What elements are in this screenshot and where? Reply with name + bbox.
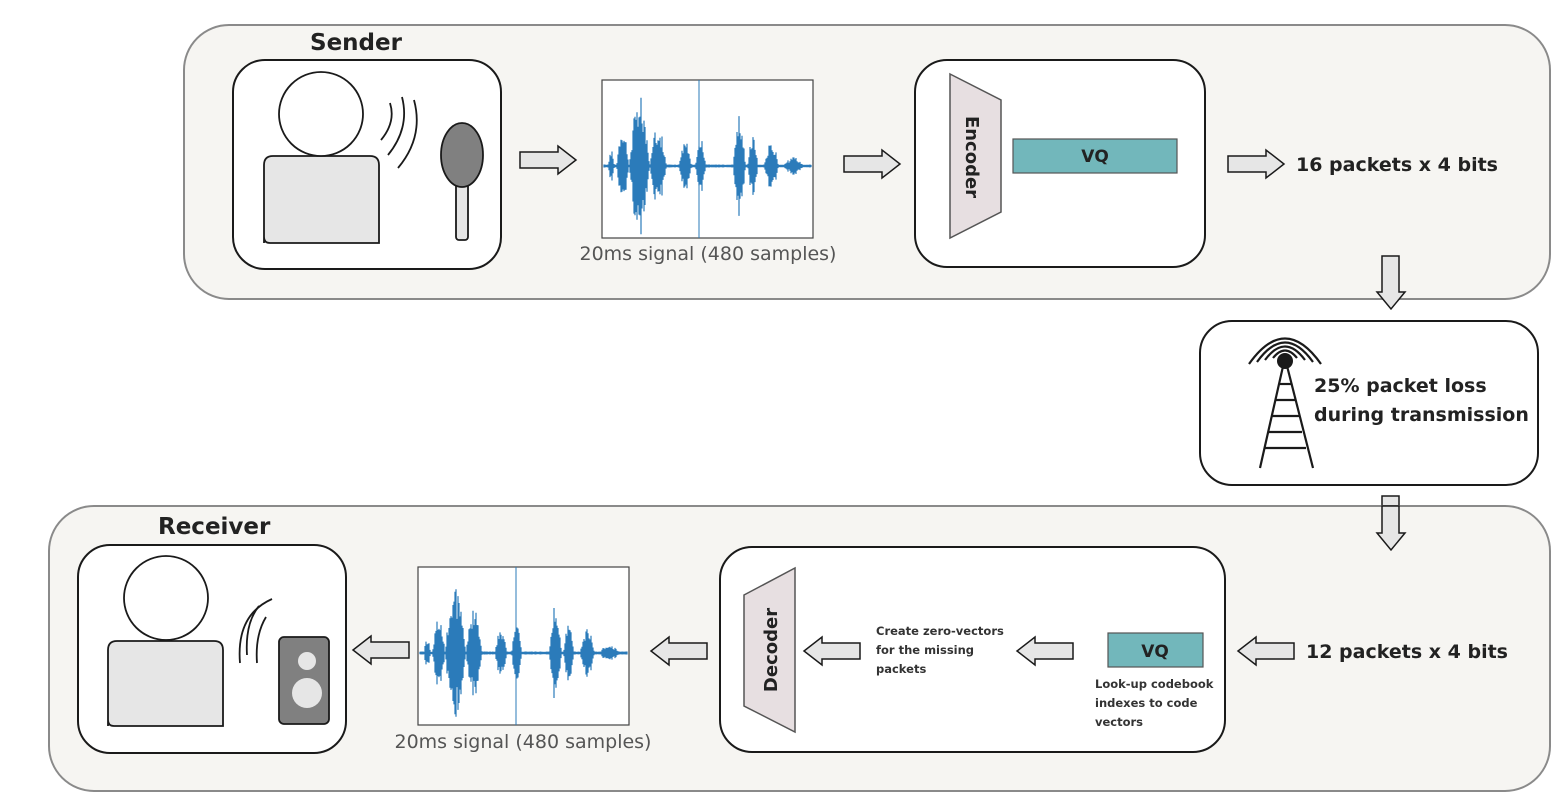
arrow-right-icon [1227,148,1286,180]
sender-panel: Sender 20ms signal (480 samples) [183,24,1551,300]
arrow-left-icon [1236,635,1295,667]
person-body-icon [107,640,224,727]
speaker-box [232,59,502,270]
packet-loss-line1: 25% packet loss [1314,375,1487,397]
encoder-label: Encoder [961,116,982,198]
encoder-shape [949,72,1002,240]
sound-waves-icon [380,96,418,169]
packets-received-label: 12 packets x 4 bits [1306,641,1508,663]
sound-waves-icon [238,598,273,664]
reconstructed-signal-waveform [417,566,630,726]
waveform-trace [603,97,812,235]
lookup-line1: Look-up codebook [1095,677,1214,691]
vq-label: VQ [1141,642,1169,662]
receiver-title: Receiver [158,514,271,540]
arrow-down-icon [1375,255,1407,311]
sender-title: Sender [310,30,403,56]
antenna-tower-icon [1248,337,1322,469]
lookup-line2: indexes to code [1095,696,1198,710]
sender-signal-caption: 20ms signal (480 samples) [580,243,837,265]
arrow-left-icon [802,635,861,667]
vq-block [1012,138,1178,174]
transmission-box: 25% packet loss during transmission [1199,320,1539,486]
loudspeaker-icon [278,636,330,725]
arrow-left-icon [351,634,410,666]
decoder-shape [743,566,796,734]
person-head-icon [278,71,364,157]
zero-vectors-line2: for the missing [876,643,974,657]
packet-loss-line2: during transmission [1314,404,1529,426]
listener-box [77,544,347,754]
receiver-panel: Receiver 20ms signal (480 sam [48,505,1551,792]
packets-sent-label: 16 packets x 4 bits [1296,154,1498,176]
arrow-right-icon [519,144,578,176]
receiver-signal-caption: 20ms signal (480 samples) [395,731,652,753]
arrow-left-icon [1015,635,1074,667]
decoder-label: Decoder [761,608,782,692]
vq-label: VQ [1081,147,1109,167]
person-body-icon [263,155,380,244]
zero-vectors-line3: packets [876,662,926,676]
encoder-box: Encoder VQ [914,59,1206,268]
microphone-icon [440,122,484,241]
waveform-trace [419,589,628,717]
arrow-right-icon [843,148,902,180]
lookup-line3: vectors [1095,715,1143,729]
signal-waveform [601,79,814,239]
person-head-icon [123,555,209,641]
zero-vectors-line1: Create zero-vectors [876,624,1004,638]
arrow-left-icon [649,635,708,667]
vq-block [1107,632,1204,668]
decoder-box: Decoder Create zero-vectors for the miss… [719,546,1226,753]
